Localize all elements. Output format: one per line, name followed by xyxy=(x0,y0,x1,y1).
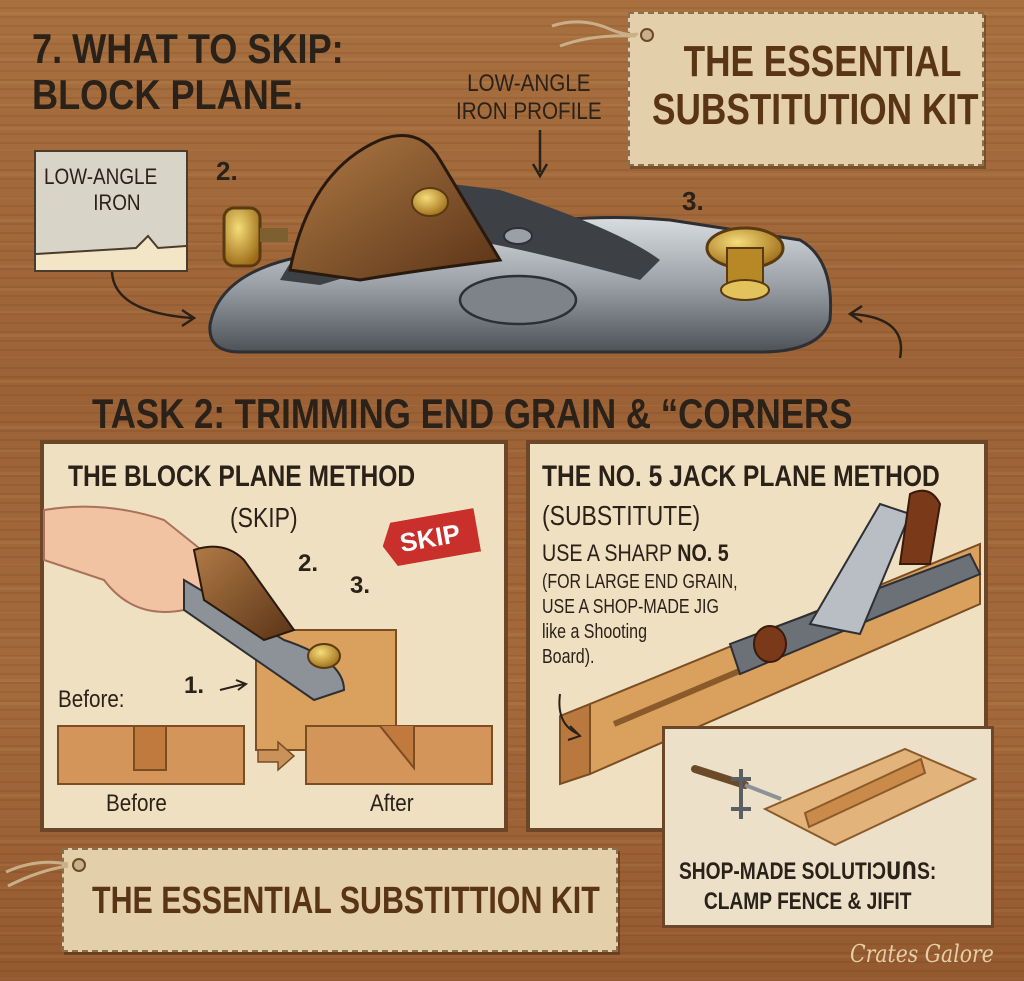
instruction-line-4: like a Shooting xyxy=(542,621,647,643)
arrow-down-icon xyxy=(531,130,549,179)
task-heading: TASK 2: TRIMMING END GRAIN & “CORNERS xyxy=(92,390,853,437)
title-line-1: 7. WHAT TO SKIP: xyxy=(32,25,344,72)
bottom-tag-text: THE ESSENTIAL SUBSTITTION KIT xyxy=(92,880,600,922)
instruction-prefix: USE A SHARP xyxy=(542,540,678,567)
tag-string-icon xyxy=(551,20,639,48)
block-plane-subheading: (SKIP) xyxy=(230,502,298,533)
tag-grommet-icon xyxy=(640,28,654,42)
title-line-2: BLOCK PLANE. xyxy=(32,71,303,118)
left-callout-2: 2. xyxy=(298,550,319,577)
inset-line-2: IRON xyxy=(93,190,141,215)
low-angle-iron-inset: LOW-ANGLE IRON xyxy=(34,150,188,272)
bottom-kit-tag: THE ESSENTIAL SUBSTITTION KIT xyxy=(62,848,618,952)
top-tag-line-2: SUBSTITUTION KIT xyxy=(652,85,979,134)
top-tag-line-1: THE ESSENTIAL xyxy=(683,37,962,86)
inset-label: LOW-ANGLE IRON xyxy=(44,164,157,216)
iron-profile-label: LOW-ANGLE IRON PROFILE xyxy=(456,70,602,126)
instruction-line-2: (FOR LARGE END GRAIN, xyxy=(542,571,738,593)
curved-arrow-right-icon xyxy=(847,304,903,359)
shop-made-solutions-box: SHOP-MADE SOLUTIƆᑌᑎS: CLAMP FENCE & JIFI… xyxy=(662,726,994,928)
tag-grommet-icon xyxy=(72,858,86,872)
shop-caption-line-1: SHOP-MADE SOLUTIƆᑌᑎS: xyxy=(679,858,937,885)
jack-plane-subheading: (SUBSTITUTE) xyxy=(542,500,701,531)
instruction-bold: NO. 5 xyxy=(677,540,729,567)
iron-profile-label-2: IRON PROFILE xyxy=(456,98,602,125)
before-after-diagram xyxy=(57,725,493,785)
top-kit-tag: THE ESSENTIAL SUBSTITUTION KIT xyxy=(628,12,984,166)
iron-profile-sketch-icon xyxy=(35,234,187,270)
hand-planing-illustration xyxy=(43,505,397,751)
after-caption: After xyxy=(370,790,414,817)
left-callout-3: 3. xyxy=(350,572,371,599)
block-plane-heading: THE BLOCK PLANE METHOD xyxy=(68,460,416,493)
signature: Crates Galore xyxy=(850,940,994,968)
before-label-top: Before: xyxy=(58,686,125,713)
shooting-board-illustration xyxy=(691,747,978,847)
shop-caption-line-2: CLAMP FENCE & JIFIT xyxy=(703,888,912,915)
block-plane-method-panel: THE BLOCK PLANE METHOD (SKIP) 2. 3. 1. B… xyxy=(40,440,508,832)
before-caption: Before xyxy=(106,790,167,817)
tag-string-icon xyxy=(5,860,69,888)
jack-plane-illustration xyxy=(558,489,982,786)
jack-plane-method-panel: THE NO. 5 JACK PLANE METHOD (SUBSTITUTE)… xyxy=(526,440,988,832)
top-tag-text: THE ESSENTIAL SUBSTITUTION KIT xyxy=(652,38,979,134)
instruction-line-3: USE A SHOP-MADE JIG xyxy=(542,596,719,618)
instruction-line-1: USE A SHARP NO. 5 xyxy=(542,540,729,568)
page-title: 7. WHAT TO SKIP: BLOCK PLANE. xyxy=(32,26,344,118)
block-plane-illustration xyxy=(208,134,833,354)
hero-callout-3: 3. xyxy=(682,186,704,216)
curved-arrow-icon xyxy=(110,271,197,328)
iron-profile-label-1: LOW-ANGLE xyxy=(467,70,591,97)
instruction-line-5: Board). xyxy=(542,646,595,668)
jack-plane-heading: THE NO. 5 JACK PLANE METHOD xyxy=(542,460,940,493)
inset-line-1: LOW-ANGLE xyxy=(44,164,158,189)
left-callout-1: 1. xyxy=(184,672,205,699)
arrow-right-small-icon xyxy=(219,679,249,691)
shop-made-caption: SHOP-MADE SOLUTIƆᑌᑎS: CLAMP FENCE & JIFI… xyxy=(679,857,936,917)
hero-callout-2: 2. xyxy=(216,156,238,186)
